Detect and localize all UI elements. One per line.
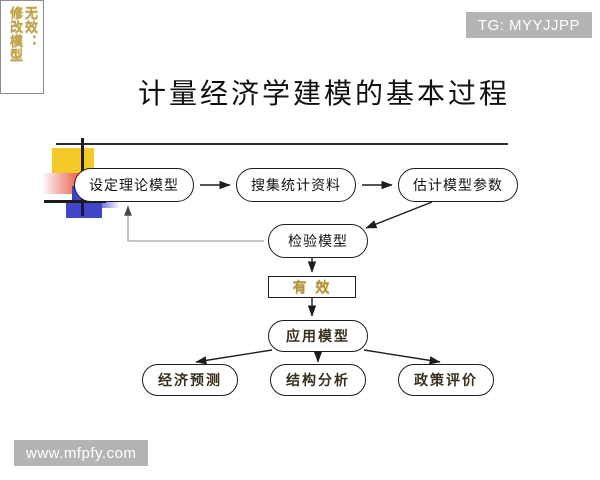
node-label-column-right: 无效： — [22, 6, 37, 48]
node-label: 设定理论模型 — [89, 178, 179, 194]
node-estimate-model-parameters[interactable]: 估计模型参数 — [398, 168, 518, 202]
node-label: 估计模型参数 — [413, 178, 503, 194]
watermark-top-right: TG: MYYJJPP — [465, 12, 592, 38]
node-test-model[interactable]: 检验模型 — [268, 224, 368, 258]
node-collect-statistical-data[interactable]: 搜集统计资料 — [236, 168, 356, 202]
node-label: 搜集统计资料 — [251, 178, 341, 194]
logo-blue-square — [66, 200, 102, 218]
node-label: 政策评价 — [414, 373, 478, 389]
node-apply-model[interactable]: 应用模型 — [268, 320, 368, 352]
node-label: 有 效 — [292, 280, 332, 296]
logo-horizontal-line — [44, 200, 106, 203]
node-label: 经济预测 — [158, 373, 222, 389]
node-label: 结构分析 — [286, 373, 350, 389]
watermark-bottom-left: www.mfpfy.com — [14, 440, 149, 466]
node-structural-analysis[interactable]: 结构分析 — [270, 364, 366, 396]
edge-feedback-test-to-theory — [124, 205, 264, 242]
edge-apply-to-forecast — [195, 349, 273, 365]
page-title: 计量经济学建模的基本过程 — [138, 77, 511, 110]
node-invalid-modify-model[interactable]: 无效： 修改模型 — [0, 0, 44, 94]
node-set-theoretical-model[interactable]: 设定理论模型 — [74, 168, 194, 202]
node-valid[interactable]: 有 效 — [268, 276, 356, 298]
node-label-column-left: 修改模型 — [7, 6, 22, 62]
node-label: 检验模型 — [288, 234, 348, 250]
edge-apply-to-policy — [363, 349, 441, 365]
title-underline-rule — [56, 143, 508, 145]
node-label: 应用模型 — [286, 329, 350, 345]
edge-estimate-to-test — [365, 201, 433, 229]
node-policy-evaluation[interactable]: 政策评价 — [398, 364, 494, 396]
node-economic-forecast[interactable]: 经济预测 — [142, 364, 238, 396]
